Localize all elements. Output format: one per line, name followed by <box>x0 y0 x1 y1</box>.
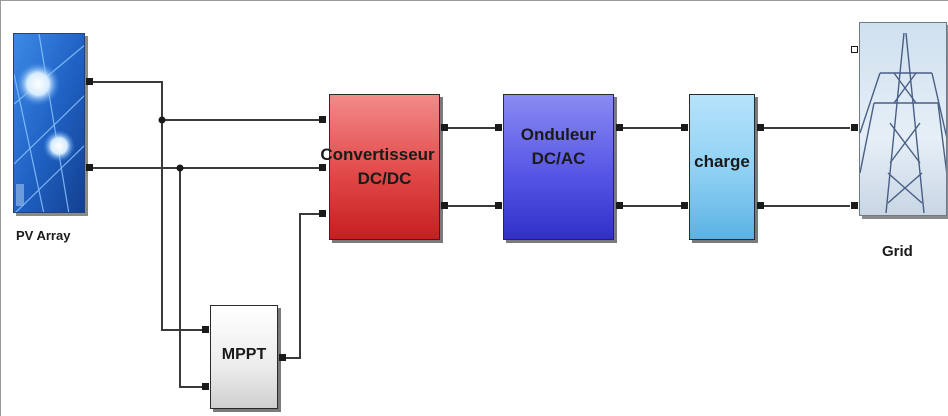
wire-pv-pos-to-conv[interactable] <box>92 81 322 121</box>
charge-block[interactable]: charge <box>689 94 755 240</box>
wire-junction <box>158 116 166 124</box>
grid-input-port-1[interactable] <box>851 124 858 131</box>
grid-label: Grid <box>882 243 913 260</box>
conv-output-port-1[interactable] <box>441 124 448 131</box>
charge-output-port-1[interactable] <box>757 124 764 131</box>
onduleur-dcac-block[interactable]: Onduleur DC/AC <box>503 94 614 240</box>
mppt-output-port[interactable] <box>279 354 286 361</box>
ond-output-port-2[interactable] <box>616 202 623 209</box>
mppt-block[interactable]: MPPT <box>210 305 278 409</box>
convertisseur-label: Convertisseur <box>320 145 435 164</box>
ond-input-port-1[interactable] <box>495 124 502 131</box>
charge-output-port-2[interactable] <box>757 202 764 209</box>
conv-input-port-1[interactable] <box>319 116 326 123</box>
mppt-label: MPPT <box>221 346 267 363</box>
wire-mppt-to-conv[interactable] <box>283 213 322 359</box>
onduleur-type-label: DC/AC <box>531 149 586 168</box>
pv-array-label: PV Array <box>16 228 71 243</box>
wire-pv-neg-to-mppt[interactable] <box>179 168 205 388</box>
wire-pv-pos-to-mppt[interactable] <box>161 120 205 331</box>
transmission-tower-icon <box>860 32 946 214</box>
wire-junction <box>176 164 184 172</box>
pv-output-port-positive[interactable] <box>86 78 93 85</box>
ond-output-port-1[interactable] <box>616 124 623 131</box>
charge-label: charge <box>694 152 750 171</box>
charge-input-port-1[interactable] <box>681 124 688 131</box>
grid-input-port-2[interactable] <box>851 202 858 209</box>
conv-output-port-2[interactable] <box>441 202 448 209</box>
grid-block[interactable] <box>859 22 947 216</box>
charge-input-port-2[interactable] <box>681 202 688 209</box>
onduleur-label: Onduleur <box>520 125 597 144</box>
conv-input-port-2[interactable] <box>319 164 326 171</box>
grid-port-top[interactable] <box>851 46 858 53</box>
convertisseur-type-label: DC/DC <box>357 169 412 188</box>
convertisseur-dcdc-block[interactable]: Convertisseur DC/DC <box>320 94 440 240</box>
mppt-input-port-1[interactable] <box>202 326 209 333</box>
conv-input-port-3[interactable] <box>319 210 326 217</box>
solar-panel-icon <box>14 34 84 212</box>
pv-output-port-negative[interactable] <box>86 164 93 171</box>
ond-input-port-2[interactable] <box>495 202 502 209</box>
mppt-input-port-2[interactable] <box>202 383 209 390</box>
pv-array-block[interactable] <box>13 33 85 213</box>
